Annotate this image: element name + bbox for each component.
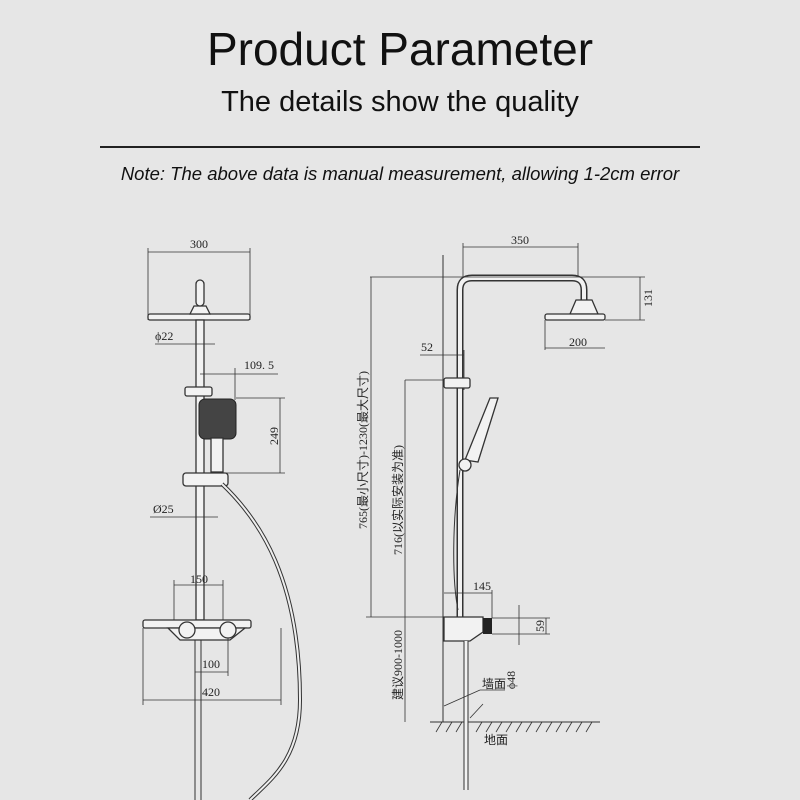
dim-pipe-top-diameter: ϕ22 xyxy=(155,329,173,343)
rain-shower-head xyxy=(147,313,251,321)
side-shower-head xyxy=(544,313,606,321)
dim-head-height: 131 xyxy=(641,289,655,307)
dim-slide-length: 716(以实际安装为准) xyxy=(390,445,405,555)
side-view: 350 131 200 52 765(最小尺寸)-1230(最大尺寸) 716(… xyxy=(356,233,655,790)
dim-outlet-spacing: 100 xyxy=(202,657,220,671)
front-view: 300 ϕ22 109. 5 249 Ø25 150 100 xyxy=(142,237,303,800)
wall-label: 墙面 xyxy=(482,677,506,691)
page-title: Product Parameter xyxy=(206,23,594,75)
dim-shelf-height: 59 xyxy=(533,620,547,632)
dim-head-depth: 200 xyxy=(569,335,587,349)
dim-valve-spacing: 150 xyxy=(190,572,208,586)
measurement-note: Note: The above data is manual measureme… xyxy=(120,163,680,184)
dim-shelf-width: 420 xyxy=(202,685,220,699)
floor-label: 地面 xyxy=(484,733,508,747)
dim-shelf-depth: 145 xyxy=(473,579,491,593)
dim-height-range: 765(最小尺寸)-1230(最大尺寸) xyxy=(356,371,370,529)
dim-handheld-length: 249 xyxy=(267,427,281,445)
dim-pipe-bottom-diameter: Ø25 xyxy=(153,502,174,516)
dim-arm-reach: 350 xyxy=(511,233,529,247)
dim-wall-offset: 52 xyxy=(421,340,433,354)
page-subtitle: The details show the quality xyxy=(221,86,579,118)
valve-knob-right xyxy=(219,621,237,639)
side-handheld-shower xyxy=(464,397,499,463)
shower-arm xyxy=(458,276,586,620)
dim-install-height: 建议900-1000 xyxy=(391,630,405,700)
dim-handheld-offset: 109. 5 xyxy=(244,358,274,372)
dim-head-width: 300 xyxy=(190,237,208,251)
divider xyxy=(100,146,700,148)
side-valve-body xyxy=(443,616,484,642)
dim-outlet-diameter: ϕ48 xyxy=(504,671,518,689)
handheld-shower xyxy=(198,398,237,440)
valve-knob-left xyxy=(178,621,196,639)
